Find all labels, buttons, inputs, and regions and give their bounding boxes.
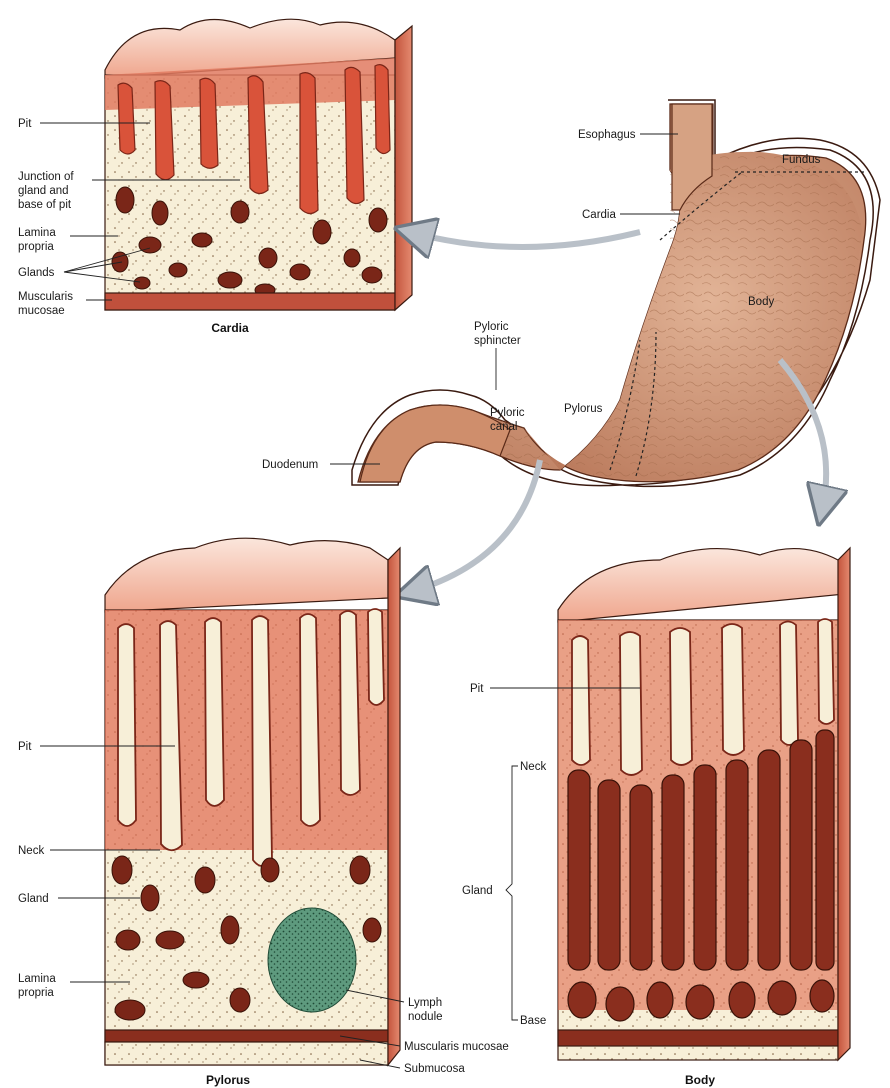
duodenum-shape (360, 405, 510, 482)
label-lymph-line1: Lymph (408, 997, 442, 1009)
label-esophagus: Esophagus (578, 129, 636, 141)
pylorus-top-surface (105, 538, 388, 612)
cardia-muscularis-layer (105, 293, 395, 310)
label-pyloric-canal-line1: Pyloric (490, 407, 525, 419)
label-body-neck: Neck (520, 761, 546, 773)
label-body-pit: Pit (470, 683, 484, 695)
label-stomach-cardia: Cardia (582, 209, 616, 221)
label-body-base: Base (520, 1015, 546, 1027)
gland-bracket (506, 766, 518, 1020)
cardia-block (105, 19, 412, 310)
label-junction-line3: base of pit (18, 199, 72, 211)
pylorus-block (105, 538, 400, 1065)
pylorus-side-face (388, 548, 400, 1065)
label-fundus: Fundus (782, 154, 821, 166)
title-pylorus: Pylorus (206, 1073, 250, 1087)
label-pylorus-gland: Gland (18, 893, 49, 905)
arrow-to-pylorus (410, 460, 540, 592)
body-side-face (838, 548, 850, 1060)
body-block (558, 548, 850, 1060)
label-pylorus-lamina-line2: propria (18, 987, 54, 999)
label-lamina-line1: Lamina (18, 227, 56, 239)
arrow-to-cardia (410, 232, 640, 247)
cardia-side-face (395, 26, 412, 310)
label-body: Body (748, 296, 774, 308)
label-junction-line2: gland and (18, 185, 69, 197)
label-pyloric-canal-line2: canal (490, 421, 518, 433)
label-junction-line1: Junction of (18, 171, 74, 183)
pylorus-submucosa-layer (105, 1042, 388, 1065)
label-body-gland: Gland (462, 885, 493, 897)
label-lymph-line2: nodule (408, 1011, 443, 1023)
label-pyloric-sphincter-line2: sphincter (474, 335, 521, 347)
title-body: Body (685, 1073, 715, 1087)
lymph-nodule (268, 908, 356, 1012)
label-pylorus-pit: Pit (18, 741, 32, 753)
label-pyloric-sphincter-line1: Pyloric (474, 321, 509, 333)
title-cardia: Cardia (211, 321, 249, 335)
label-pylorus-neck: Neck (18, 845, 44, 857)
body-top-surface (558, 549, 845, 622)
label-pylorus: Pylorus (564, 403, 603, 415)
label-muscularis-mucosae: Muscularis mucosae (404, 1041, 509, 1053)
label-glands: Glands (18, 267, 55, 279)
body-muscularis-layer (558, 1030, 838, 1046)
label-submucosa: Submucosa (404, 1063, 465, 1075)
label-lamina-line2: propria (18, 241, 54, 253)
label-pit: Pit (18, 118, 32, 130)
pylorus-muscularis-layer (105, 1030, 388, 1042)
label-pylorus-lamina-line1: Lamina (18, 973, 56, 985)
label-duodenum: Duodenum (262, 459, 318, 471)
label-muscularis-line2: mucosae (18, 305, 65, 317)
label-muscularis-line1: Muscularis (18, 291, 73, 303)
